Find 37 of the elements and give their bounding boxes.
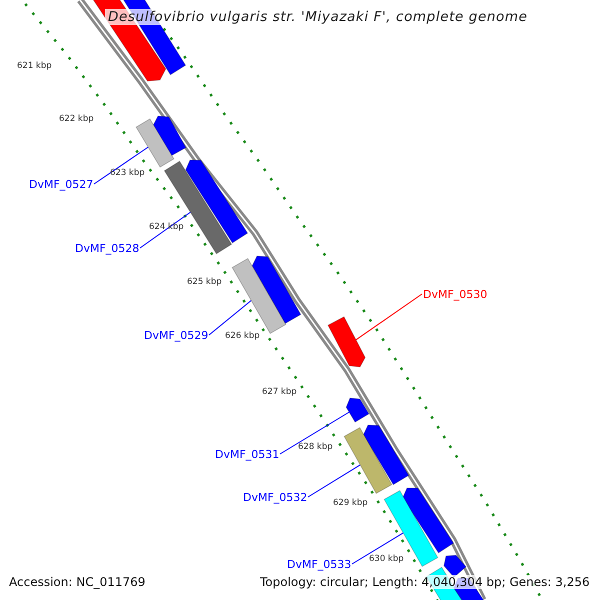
leader-line: [140, 212, 191, 248]
gene-label: DvMF_0530: [423, 288, 488, 301]
leader-line: [308, 464, 361, 498]
gene-block: [136, 118, 174, 168]
gene-block: [443, 554, 467, 578]
scale-label: 622 kbp: [59, 114, 94, 124]
leader-line: [352, 532, 404, 564]
scale-label: 623 kbp: [110, 168, 145, 178]
leader-line: [280, 412, 350, 454]
gene-block: [185, 160, 248, 244]
genome-summary: Topology: circular; Length: 4,040,304 bp; Genes: 3,256: [260, 575, 590, 590]
gene-label: DvMF_0527: [29, 178, 94, 191]
gene-label: DvMF_0532: [243, 490, 308, 504]
gene-label: DvMF_0533: [287, 558, 352, 571]
gene-block: [164, 160, 232, 254]
scale-label: 626 kbp: [225, 331, 260, 342]
gene-block: [384, 490, 438, 567]
scale-label: 621 kbp: [17, 61, 52, 72]
gene-label: DvMF_0528: [75, 242, 140, 255]
scale-label: 625 kbp: [187, 277, 222, 288]
gene-block: [327, 316, 366, 368]
accession-text: Accession: NC_011769: [9, 575, 146, 590]
leader-line: [355, 294, 422, 340]
scale-label: 627 kbp: [262, 387, 297, 398]
gene-label: DvMF_0529: [144, 328, 208, 342]
scale-label: 628 kbp: [298, 442, 333, 452]
gene-block: [344, 427, 392, 494]
gene-label: DvMF_0531: [215, 448, 280, 461]
gene-block: [346, 398, 370, 423]
scale-label: 624 kbp: [149, 222, 184, 232]
gene-block: [362, 424, 410, 486]
scale-label: 629 kbp: [333, 498, 368, 508]
leader-line: [94, 146, 149, 184]
gene-block: [402, 488, 454, 554]
scale-label: 630 kbp: [369, 554, 404, 564]
gene-block: [252, 256, 302, 324]
leader-line: [208, 300, 252, 336]
